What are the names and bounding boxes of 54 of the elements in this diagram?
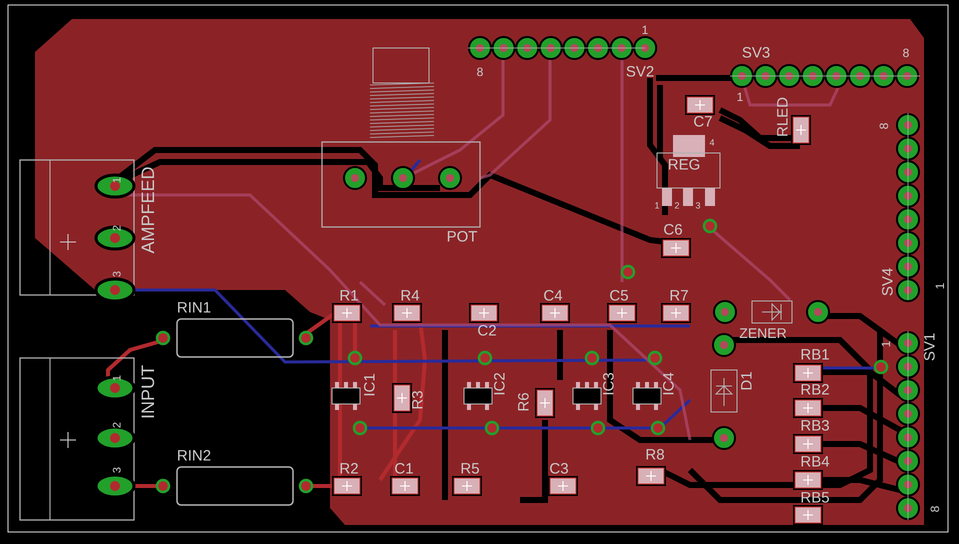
pin-number: 1 [654,202,660,210]
part-label: C5 [609,288,629,304]
part-label: IC1 [362,373,378,397]
part-label: IC4 [662,372,676,396]
part-label: IC2 [492,372,508,396]
part-label: IC3 [602,372,616,396]
pin-number: 1 [112,176,124,184]
pin-number: 1 [642,24,648,36]
part-label: SV3 [742,46,770,60]
part-label: AMPFEED [139,166,157,254]
pin-number: 3 [112,270,124,278]
pin-number: 3 [112,466,124,474]
part-label: INPUT [139,365,157,419]
part-label: POT [446,230,478,244]
part-label: C4 [543,288,563,304]
part-label: R7 [669,288,689,304]
part-label: R3 [410,390,426,410]
part-label: SV4 [880,268,896,296]
part-label: C7 [693,114,713,130]
part-label: R2 [339,462,359,476]
part-label: RB1 [800,348,830,362]
part-label: SV1 [922,332,938,362]
pin-number: 8 [902,47,910,59]
part-label: R1 [339,288,359,304]
part-label: RB4 [800,454,830,470]
part-label: REG [668,158,700,172]
part-label: C3 [549,462,569,476]
part-label: R4 [400,288,420,304]
pin-number: 1 [736,91,744,103]
pin-number: 8 [929,506,941,512]
part-label: RB3 [800,418,830,434]
pin-number: 3 [696,202,700,210]
part-label: RIN2 [176,448,212,464]
part-label: D1 [740,371,754,391]
part-label: C1 [394,462,414,476]
part-label: RIN1 [176,300,212,316]
part-label: RB2 [800,382,830,398]
pin-number: 4 [710,138,714,148]
pin-number: 1 [112,374,124,382]
part-label: R5 [460,462,480,476]
pin-number: 2 [112,422,124,428]
part-label: R6 [516,392,532,412]
part-label: R8 [645,448,665,462]
part-label: ZENER [739,326,787,340]
pin-number: 1 [934,282,946,290]
pin-number: 2 [674,202,680,210]
part-label: C2 [477,324,497,338]
part-label: RLED [776,97,790,137]
pin-number: 2 [112,224,124,232]
pin-number: 1 [880,340,892,348]
pin-number: 8 [476,66,484,78]
part-label: SV2 [626,64,654,80]
part-label: C6 [663,222,683,238]
pin-number: 8 [878,122,890,130]
